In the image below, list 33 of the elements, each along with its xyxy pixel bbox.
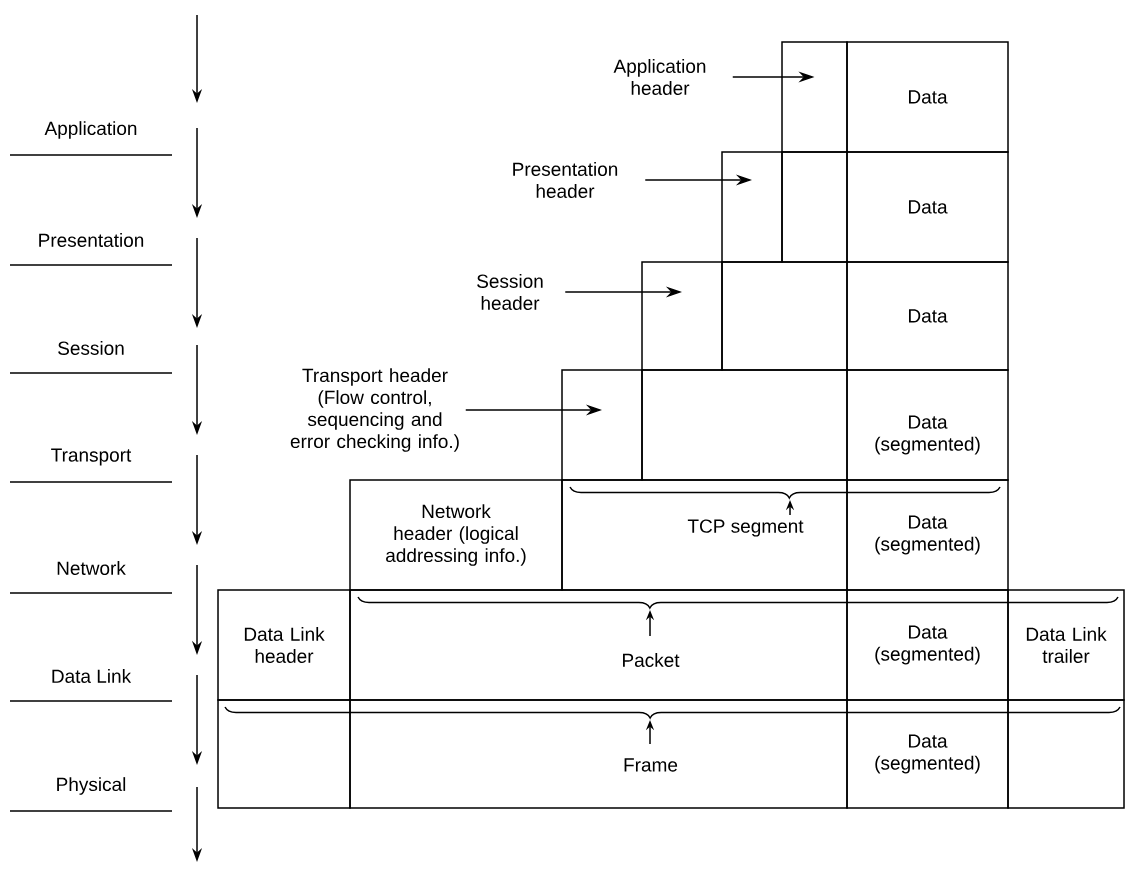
layer-label: Session (58, 341, 124, 355)
table-cell (641, 261, 723, 371)
layer-label: Transport (51, 448, 132, 466)
table-cell: TCP segment (561, 479, 848, 591)
table-cell: Data Link trailer (1007, 589, 1125, 701)
table-cell (561, 369, 643, 481)
header-label: Session header (477, 274, 543, 310)
layer-label: Data Link (52, 669, 132, 683)
table-cell: Packet (349, 589, 848, 701)
table-cell (1007, 699, 1125, 809)
table-cell: Data (846, 151, 1009, 263)
table-cell: Data (segmented) (846, 699, 1009, 809)
header-label: Presentation header (513, 162, 618, 198)
table-cell (781, 41, 848, 153)
table-cell: Data (segmented) (846, 479, 1009, 591)
table-cell: Data (segmented) (846, 589, 1009, 701)
table-cell: Data Link header (217, 589, 351, 701)
header-label: Application header (613, 59, 706, 95)
table-cell (641, 369, 848, 481)
table-cell: Data (846, 261, 1009, 371)
layer-label: Network (57, 561, 126, 575)
table-cell: Frame (349, 699, 848, 809)
table-cell: Data (segmented) (846, 369, 1009, 481)
layer-label: Presentation (39, 233, 144, 247)
layer-label: Physical (57, 777, 126, 795)
table-cell: Network header (logical addressing info.) (349, 479, 563, 591)
table-cell (781, 151, 848, 263)
table-cell (721, 261, 848, 371)
header-label: Transport header (Flow control, sequencing and error checking info.) (290, 368, 459, 452)
table-cell (217, 699, 351, 809)
layer-label: Application (44, 121, 137, 139)
table-cell (721, 151, 783, 263)
table-cell: Data (846, 41, 1009, 153)
